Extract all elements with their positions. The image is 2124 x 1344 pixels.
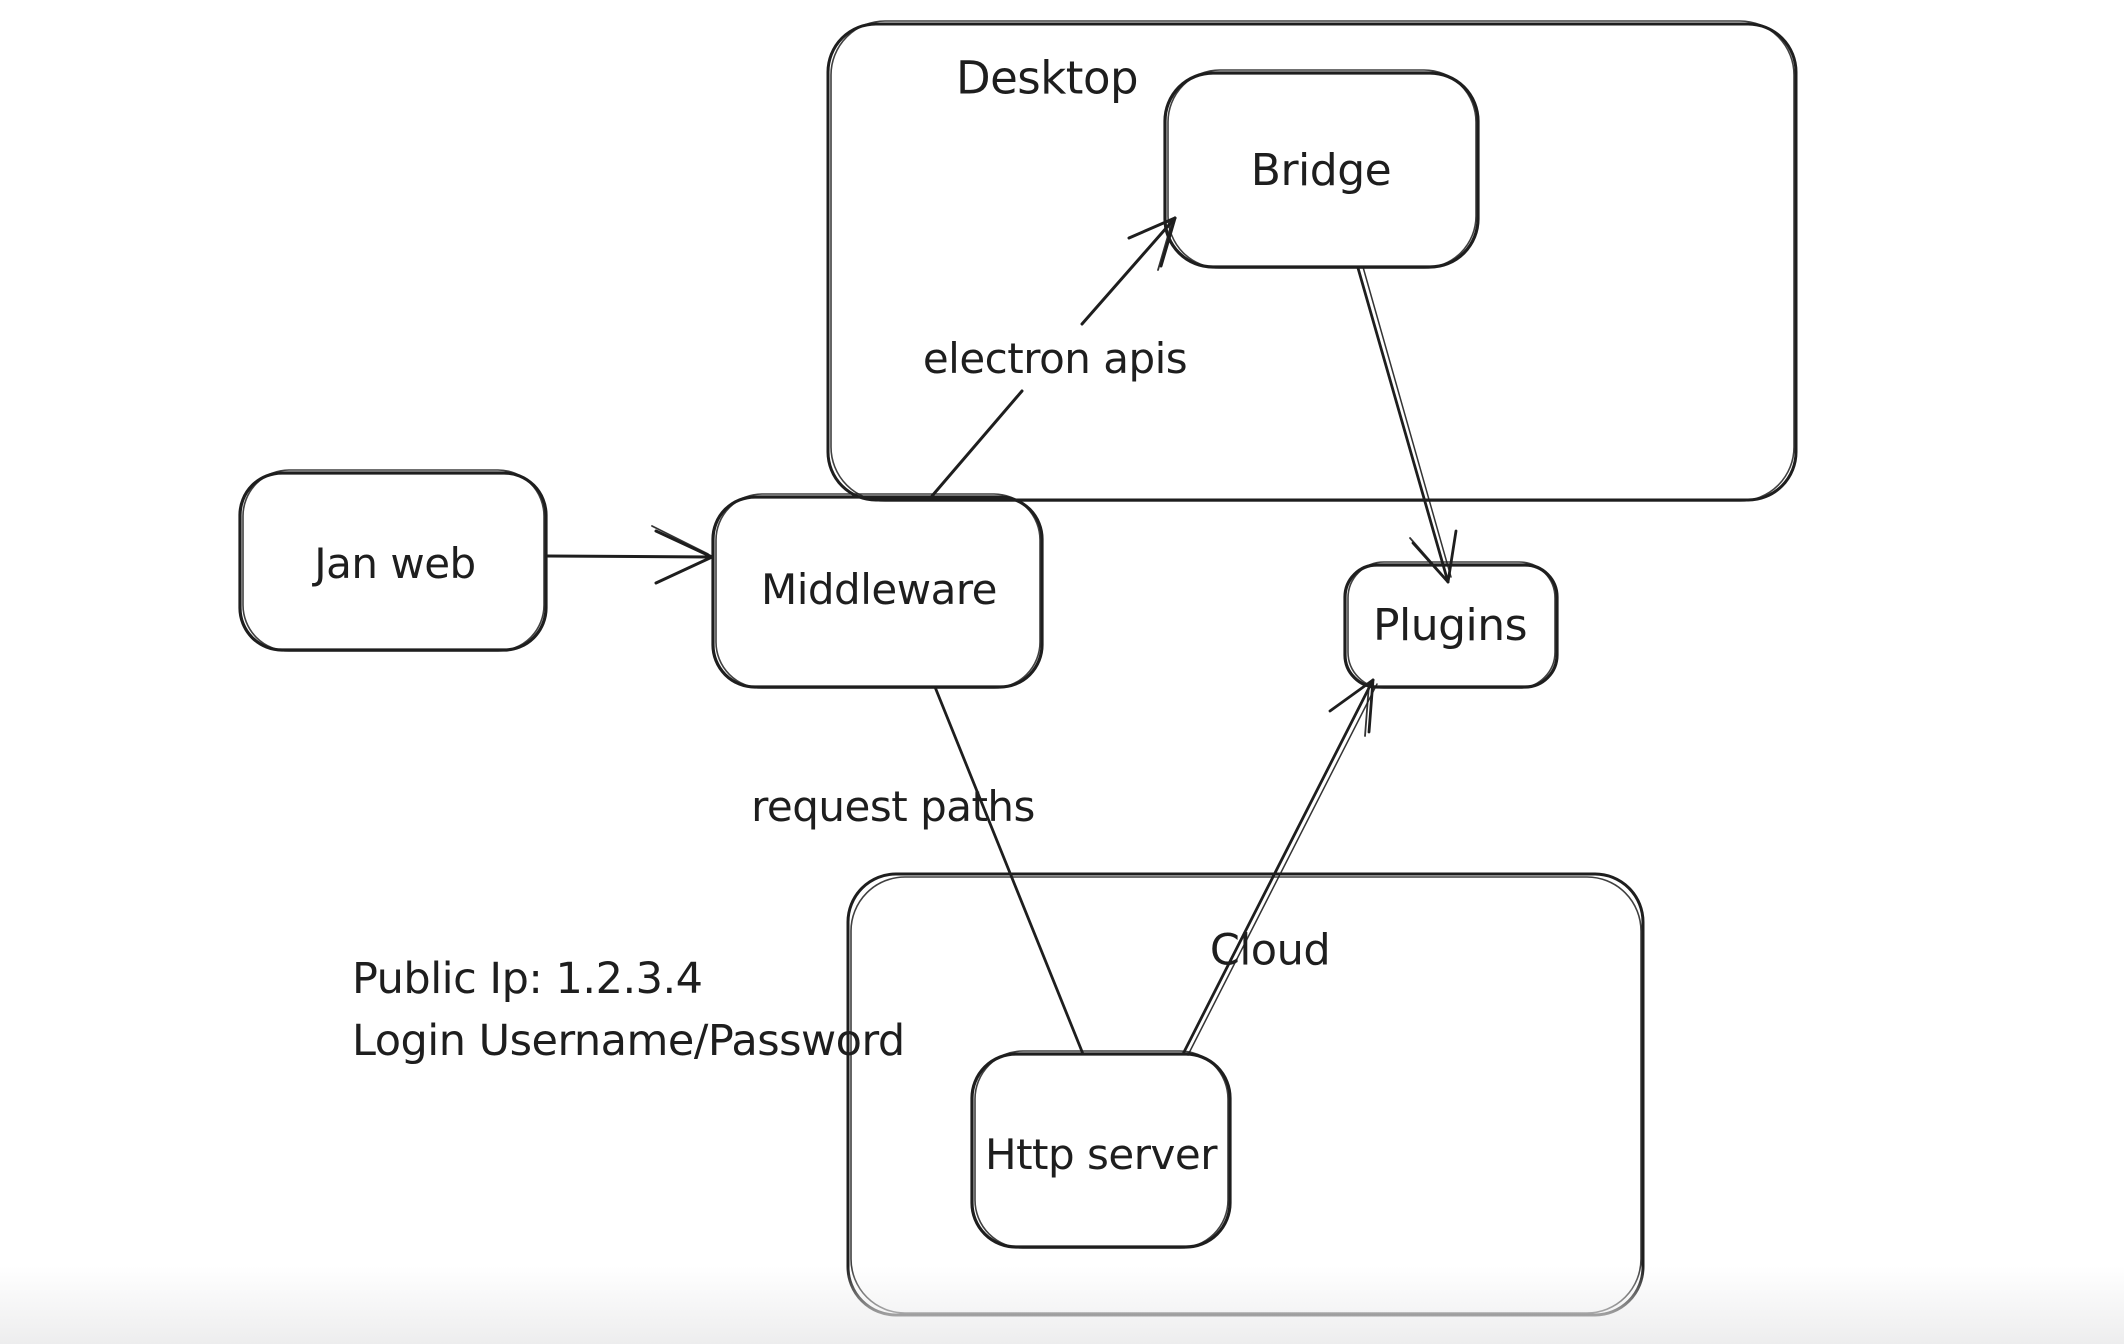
- bridge-node-label: Bridge: [1250, 144, 1392, 196]
- cloud-container-label: Cloud: [1209, 925, 1331, 976]
- annotation-login: Login Username/Password: [352, 1016, 905, 1066]
- middleware-node-label: Middleware: [760, 564, 998, 614]
- plugins-node-label: Plugins: [1372, 599, 1528, 651]
- edge-label-electron-apis: electron apis: [922, 333, 1188, 383]
- connector-bridge-to-plugins[interactable]: [1356, 266, 1458, 584]
- connector-jan-web-to-middleware[interactable]: [544, 525, 714, 585]
- edge-label-request-paths: request paths: [751, 781, 1035, 831]
- middleware-node[interactable]: [711, 493, 1044, 689]
- jan-web-node[interactable]: [238, 469, 548, 652]
- connector-middleware-to-http-server[interactable]: [933, 685, 1085, 1056]
- bridge-node[interactable]: [1163, 69, 1480, 269]
- http-server-node-label: Http server: [985, 1129, 1217, 1179]
- http-server-node[interactable]: [970, 1050, 1232, 1249]
- desktop-container[interactable]: [826, 20, 1798, 502]
- annotation-credentials: Public Ip: 1.2.3.4 Login Username/Passwo…: [352, 948, 905, 1072]
- desktop-container-label: Desktop: [955, 51, 1139, 105]
- connector-http-server-to-plugins[interactable]: [1181, 678, 1378, 1056]
- connector-middleware-to-bridge[interactable]: [930, 216, 1177, 498]
- annotation-public-ip: Public Ip: 1.2.3.4: [352, 954, 703, 1004]
- jan-web-node-label: Jan web: [314, 538, 476, 588]
